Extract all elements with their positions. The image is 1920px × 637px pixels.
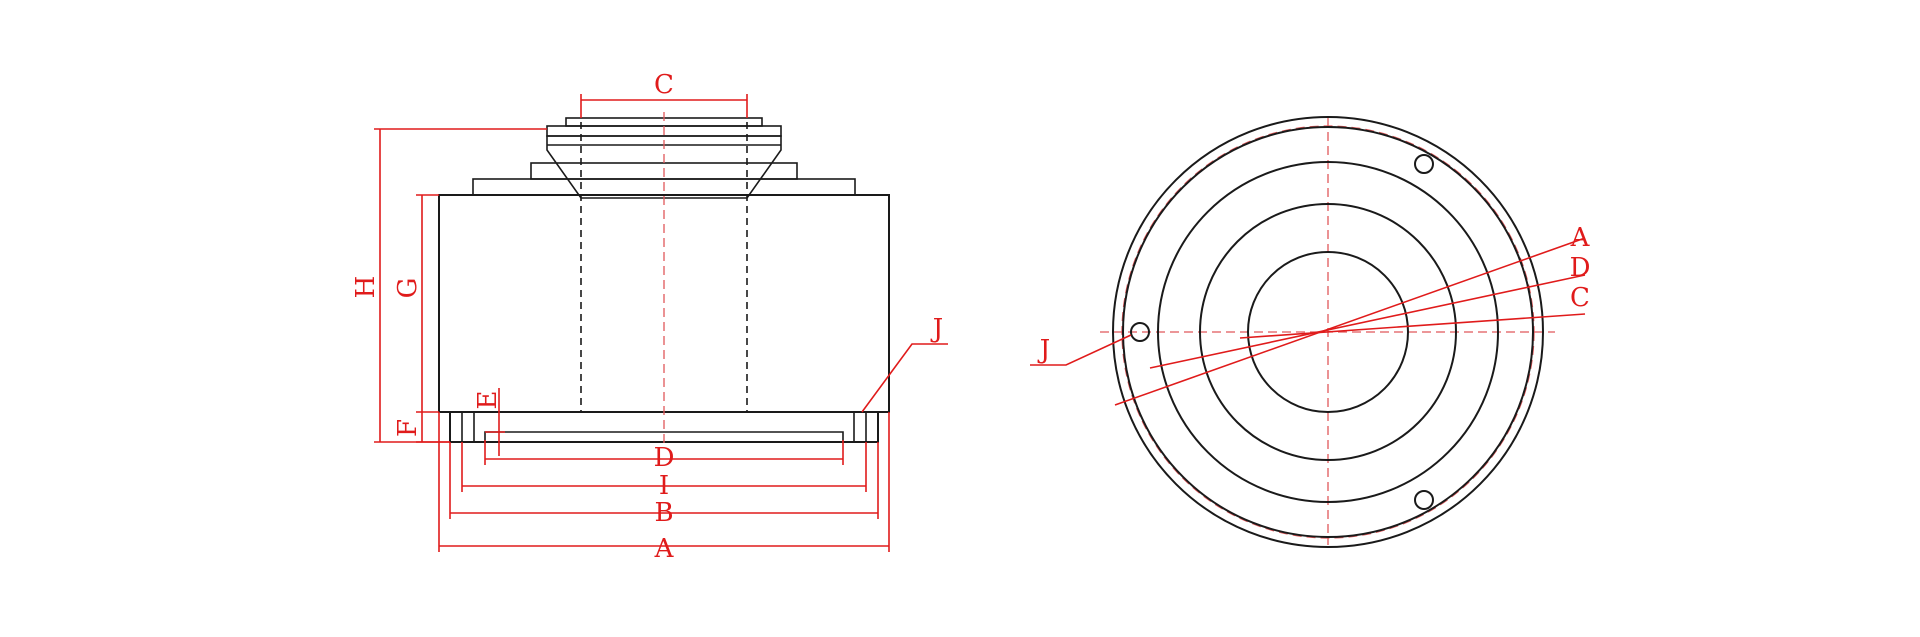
label-b: B (654, 498, 673, 528)
dimension-c: C (580, 70, 748, 118)
dimension-e: E (473, 388, 505, 456)
body-outline (1157, 161, 1499, 503)
radius-line-a (1114, 237, 1586, 406)
outer-rim-inner-edge (1122, 126, 1534, 538)
outer-rim (1112, 116, 1544, 548)
label-h: H (351, 276, 381, 299)
side-view: C H G F E J (351, 70, 948, 564)
dimension-f: F (393, 412, 450, 443)
leader-j-side: J (861, 314, 948, 413)
bottom-recess (484, 431, 844, 442)
label-i: I (659, 471, 669, 501)
dimension-i: I (461, 442, 867, 501)
label-c: C (654, 70, 674, 100)
mounting-hole-left (1130, 322, 1150, 342)
top-view: A D C J (1030, 116, 1591, 548)
label-c-top: C (1570, 283, 1590, 313)
leader-j-top: J (1030, 334, 1132, 366)
dimension-b: B (449, 442, 879, 528)
dimension-h: H (351, 128, 547, 443)
dimension-g: G (393, 194, 439, 413)
label-f: F (393, 419, 423, 437)
label-a-side: A (654, 534, 675, 564)
dimension-d: D (484, 440, 844, 473)
label-e: E (473, 391, 503, 410)
radius-line-c (1239, 313, 1586, 339)
label-a-top: A (1570, 223, 1591, 253)
dimension-a: A (438, 412, 890, 564)
label-d-side: D (654, 443, 675, 473)
mounting-hole-top-right (1414, 154, 1434, 174)
cap-outline (1247, 251, 1409, 413)
label-g: G (393, 278, 423, 299)
collar-outline (1199, 203, 1457, 461)
label-j-top: J (1037, 335, 1050, 365)
mounting-hole-bottom-right (1414, 490, 1434, 510)
radius-line-d (1149, 274, 1586, 369)
label-d-top: D (1570, 253, 1591, 283)
label-j-side: J (930, 314, 943, 344)
